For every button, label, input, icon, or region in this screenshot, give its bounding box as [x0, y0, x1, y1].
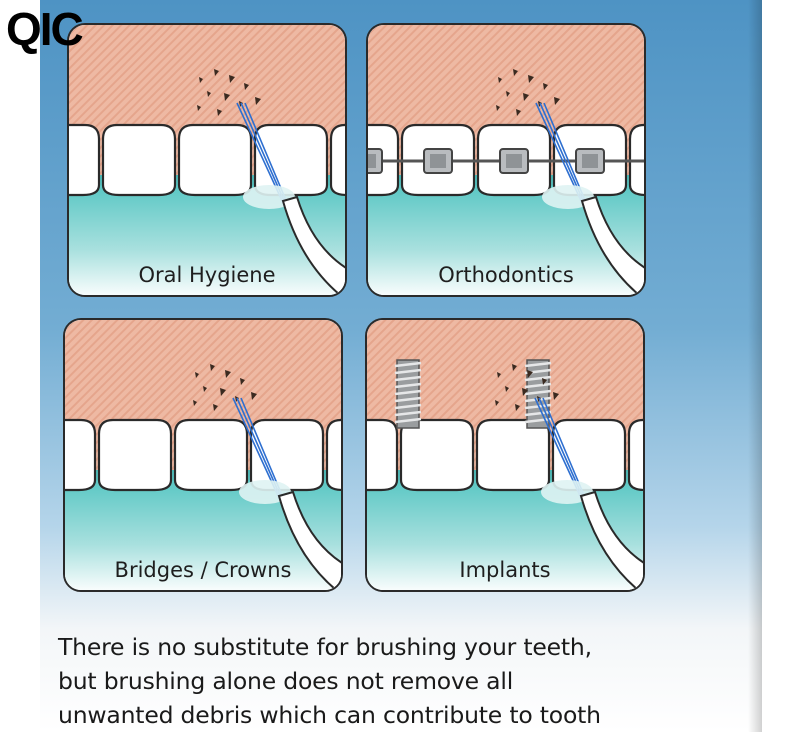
implant-thread — [394, 417, 422, 424]
water-splash — [239, 480, 291, 504]
water-splash — [541, 480, 593, 504]
oral-hygiene-illustration — [69, 25, 345, 295]
caption-line: There is no substitute for brushing your… — [58, 633, 592, 661]
caption-text: There is no substitute for brushing your… — [58, 630, 708, 732]
tooth — [399, 418, 475, 492]
debris-particle — [255, 97, 261, 105]
implant-thread — [524, 410, 552, 417]
debris-particle — [225, 370, 231, 378]
flosser-nozzle — [277, 490, 341, 590]
debris-particles — [193, 364, 257, 411]
debris-particle — [193, 400, 197, 406]
debris-particle — [505, 386, 509, 392]
debris-particle — [214, 69, 219, 76]
debris-particle — [224, 93, 230, 101]
bracket-core — [506, 154, 522, 168]
debris-particle — [527, 370, 533, 378]
debris-particle — [542, 378, 547, 385]
tooth — [177, 123, 253, 197]
debris-particle — [506, 91, 510, 97]
debris-particle — [554, 97, 560, 105]
bridges-crowns-illustration — [65, 320, 341, 590]
water-splash — [542, 185, 594, 209]
implants-illustration — [367, 320, 643, 590]
debris-particle — [199, 77, 203, 83]
debris-particle — [523, 93, 529, 101]
debris-particle — [197, 105, 201, 111]
panel-orthodontics: Orthodontics — [366, 23, 646, 297]
tooth — [627, 418, 643, 492]
implant-thread — [394, 361, 422, 368]
caption-line: unwanted debris which can contribute to … — [58, 701, 601, 729]
tooth — [173, 418, 249, 492]
panel-label: Implants — [459, 558, 551, 582]
debris-particle — [207, 91, 211, 97]
debris-particles — [496, 69, 560, 116]
implant-thread — [394, 375, 422, 382]
implant-thread — [524, 361, 552, 368]
debris-particle — [528, 75, 534, 83]
debris-particle — [244, 83, 249, 90]
debris-particle — [497, 372, 501, 378]
debris-particle — [195, 372, 199, 378]
debris-particles — [495, 364, 559, 411]
debris-particle — [543, 83, 548, 90]
debris-particle — [516, 109, 521, 116]
implant-thread — [394, 368, 422, 375]
panel-label: Orthodontics — [438, 263, 574, 287]
panel-oral-hygiene: Oral Hygiene — [67, 23, 347, 297]
debris-particle — [240, 378, 245, 385]
debris-particle — [213, 404, 218, 411]
tooth — [69, 123, 101, 197]
implant-thread — [394, 403, 422, 410]
debris-particle — [496, 105, 500, 111]
debris-particle — [220, 388, 226, 396]
debris-particle — [251, 392, 257, 400]
debris-particle — [515, 404, 520, 411]
implant-thread — [524, 382, 552, 389]
flosser-nozzle — [579, 490, 643, 590]
bracket-core — [368, 154, 376, 168]
debris-particle — [512, 364, 517, 371]
implant-thread — [524, 417, 552, 424]
debris-particle — [217, 109, 222, 116]
debris-particle — [203, 386, 207, 392]
orthodontics-illustration — [368, 25, 644, 295]
panel-label: Bridges / Crowns — [114, 558, 292, 582]
brand-logo: QIC — [6, 3, 84, 55]
debris-particle — [495, 400, 499, 406]
flosser-nozzle — [580, 195, 644, 295]
tooth — [65, 418, 97, 492]
implant-thread — [524, 389, 552, 396]
debris-particle — [522, 388, 528, 396]
water-splash — [243, 185, 295, 209]
implant-thread — [394, 396, 422, 403]
caption-line: but brushing alone does not remove all — [58, 667, 514, 695]
panel-bridges-crowns: Bridges / Crowns — [63, 318, 343, 592]
debris-particle — [553, 392, 559, 400]
tooth — [329, 123, 345, 197]
implant-thread — [394, 410, 422, 417]
bracket-core — [430, 154, 446, 168]
tooth — [367, 418, 399, 492]
implant-thread — [524, 375, 552, 382]
debris-particle — [498, 77, 502, 83]
implant-thread — [394, 389, 422, 396]
flosser-nozzle — [281, 195, 345, 295]
debris-particle — [513, 69, 518, 76]
tooth — [475, 418, 551, 492]
tooth — [101, 123, 177, 197]
debris-particle — [229, 75, 235, 83]
implant-screw — [394, 359, 422, 429]
implant-thread — [394, 382, 422, 389]
bracket-core — [582, 154, 598, 168]
teeth-row — [65, 418, 341, 492]
tooth — [325, 418, 341, 492]
panel-label: Oral Hygiene — [138, 263, 276, 287]
tooth — [97, 418, 173, 492]
teeth-row — [367, 418, 643, 492]
debris-particle — [210, 364, 215, 371]
panel-implants: Implants — [365, 318, 645, 592]
teeth-row — [69, 123, 345, 197]
